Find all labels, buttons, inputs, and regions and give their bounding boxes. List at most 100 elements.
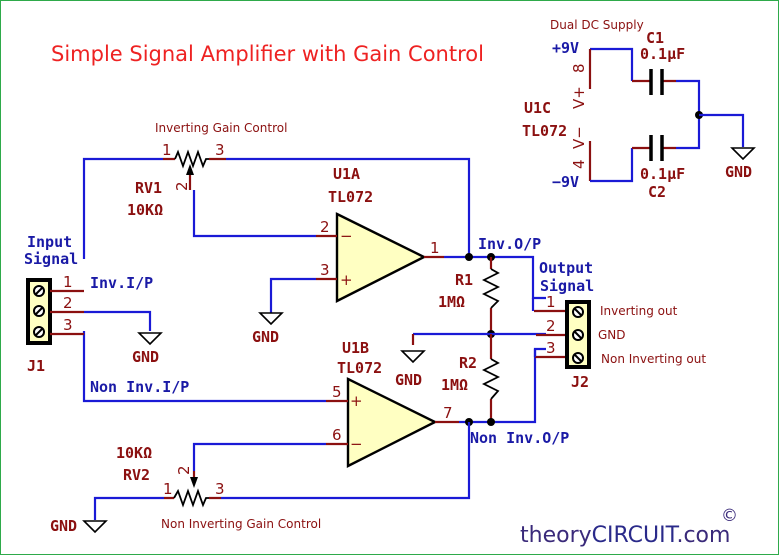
resistor-r1: R1 1MΩ	[438, 257, 501, 333]
u1b-part: TL072	[337, 359, 382, 377]
wire-noninv-input	[82, 331, 326, 403]
connector-j2: Output Signal 1 2 3 Inverting out GND No…	[534, 259, 706, 391]
mid-gnd-label: GND	[395, 371, 422, 389]
wire-inv-input	[82, 157, 163, 259]
wire-u1a-gnd	[269, 277, 316, 313]
u1c-vplus-label: V+	[570, 86, 588, 109]
r1-value: 1MΩ	[438, 293, 465, 311]
rv2-wiper-arrow	[190, 477, 198, 488]
rv2-pin3: 3	[215, 480, 225, 498]
opamp-u1b: U1B TL072 5 6 7 + − Non Inv.O/P	[82, 331, 569, 500]
net-noninv-output: Non Inv.O/P	[470, 429, 569, 447]
wire-rv2-wiper	[192, 442, 326, 471]
supply-neg-label: −9V	[552, 173, 579, 191]
wire-rv2-feedback	[221, 422, 471, 500]
j1-pin3: 3	[63, 316, 73, 334]
net-inv-output: Inv.O/P	[478, 235, 541, 253]
j2-ref: J2	[571, 373, 589, 391]
j1-label-line2: Signal	[24, 250, 78, 268]
j1-ref: J1	[27, 357, 45, 375]
rv1-zigzag	[174, 149, 209, 169]
c1-plates	[649, 69, 664, 95]
rv1-note: Inverting Gain Control	[155, 121, 287, 135]
rv1-pin1: 1	[162, 141, 172, 159]
r2-zigzag	[481, 358, 501, 400]
c2-value: 0.1µF	[640, 165, 685, 183]
u1a-pin3: 3	[320, 261, 330, 279]
diagram-title: Simple Signal Amplifier with Gain Contro…	[51, 42, 484, 66]
u1c-pin8-num: 8	[570, 63, 588, 73]
rv1-pin3: 3	[215, 141, 225, 159]
ground-icon	[258, 312, 284, 326]
copyright-icon: ©	[721, 506, 738, 526]
u1b-pins	[326, 399, 459, 446]
u1c-ref: U1C	[524, 99, 551, 117]
wire-supply-gnd	[699, 113, 745, 147]
r1-zigzag	[481, 268, 501, 309]
capacitor-c2: 0.1µF C2	[632, 115, 701, 201]
wire-rv1-feedback	[226, 157, 471, 257]
u1a-pins	[316, 234, 444, 281]
wire-neg-supply	[590, 148, 634, 183]
j2-pin1: 1	[546, 293, 556, 311]
j1-pins	[50, 289, 84, 336]
j2-pins	[534, 309, 567, 359]
resistor-r2: R2 1MΩ	[441, 334, 501, 421]
net-noninv-input: Non Inv.I/P	[90, 378, 189, 396]
rv1-value: 10KΩ	[127, 201, 163, 219]
wire-c1-gnd	[676, 79, 701, 115]
u1a-triangle	[335, 212, 427, 303]
rv2-value: 10KΩ	[116, 444, 152, 462]
rv2-pin2: 2	[175, 465, 193, 475]
rv1-pin2: 2	[173, 181, 191, 191]
u1a-minus: −	[340, 227, 353, 245]
u1a-gnd-label: GND	[252, 328, 279, 346]
j2-label-line2: Signal	[540, 277, 594, 295]
u1c-pin4-num: 4	[570, 159, 588, 169]
rv2-ref: RV2	[123, 466, 150, 484]
r1-ref: R1	[455, 271, 473, 289]
rv2-gnd-label: GND	[50, 517, 77, 535]
j2-pin2: 2	[546, 317, 556, 335]
wire-pos-supply	[590, 47, 634, 81]
rv1-wiper-arrow	[186, 164, 194, 175]
ground-icon	[82, 520, 108, 534]
potentiometer-rv1: Inverting Gain Control 1 3 2 RV1 10KΩ	[82, 121, 471, 259]
j2-pin3-note: Non Inverting out	[601, 352, 706, 366]
c1-ref: C1	[646, 29, 664, 47]
u1b-pin6: 6	[332, 426, 342, 444]
brand-prefix: theory	[520, 523, 592, 548]
j1-pin2: 2	[63, 294, 73, 312]
u1a-ref: U1A	[333, 165, 360, 183]
c1-value: 0.1µF	[640, 45, 685, 63]
u1c-part: TL072	[522, 122, 567, 140]
power-supply-section: Dual DC Supply +9V −9V 8 V+ V− 4 U1C TL0…	[522, 18, 756, 201]
j1-label-line1: Input	[27, 233, 72, 251]
u1a-pin1: 1	[430, 239, 440, 257]
brand-main: CIRCUIT	[592, 523, 680, 548]
ground-icon	[137, 332, 163, 346]
r2-ref: R2	[459, 354, 477, 372]
ground-icon	[400, 350, 426, 364]
u1c-vminus-label: V−	[570, 126, 588, 149]
u1a-part: TL072	[328, 188, 373, 206]
wire-rv2-gnd	[93, 496, 164, 520]
brand-logo: theoryCIRCUIT.com ©	[520, 506, 738, 548]
net-inv-input: Inv.I/P	[90, 274, 153, 292]
wire-noninv-output	[459, 347, 546, 424]
ground-icon	[730, 147, 756, 161]
junction-u1a-out	[465, 253, 473, 261]
supply-label: Dual DC Supply	[550, 18, 644, 32]
rv2-zigzag	[173, 488, 209, 508]
brand-text: theoryCIRCUIT.com	[520, 523, 730, 548]
j1-gnd-label: GND	[132, 348, 159, 366]
c2-plates	[649, 135, 664, 161]
u1b-plus: +	[350, 392, 363, 410]
brand-suffix: .com	[676, 523, 730, 548]
junction-r2-bottom	[487, 418, 495, 426]
wire-rv1-wiper	[192, 190, 316, 238]
r2-value: 1MΩ	[441, 376, 468, 394]
j2-pin2-note: GND	[598, 328, 626, 342]
